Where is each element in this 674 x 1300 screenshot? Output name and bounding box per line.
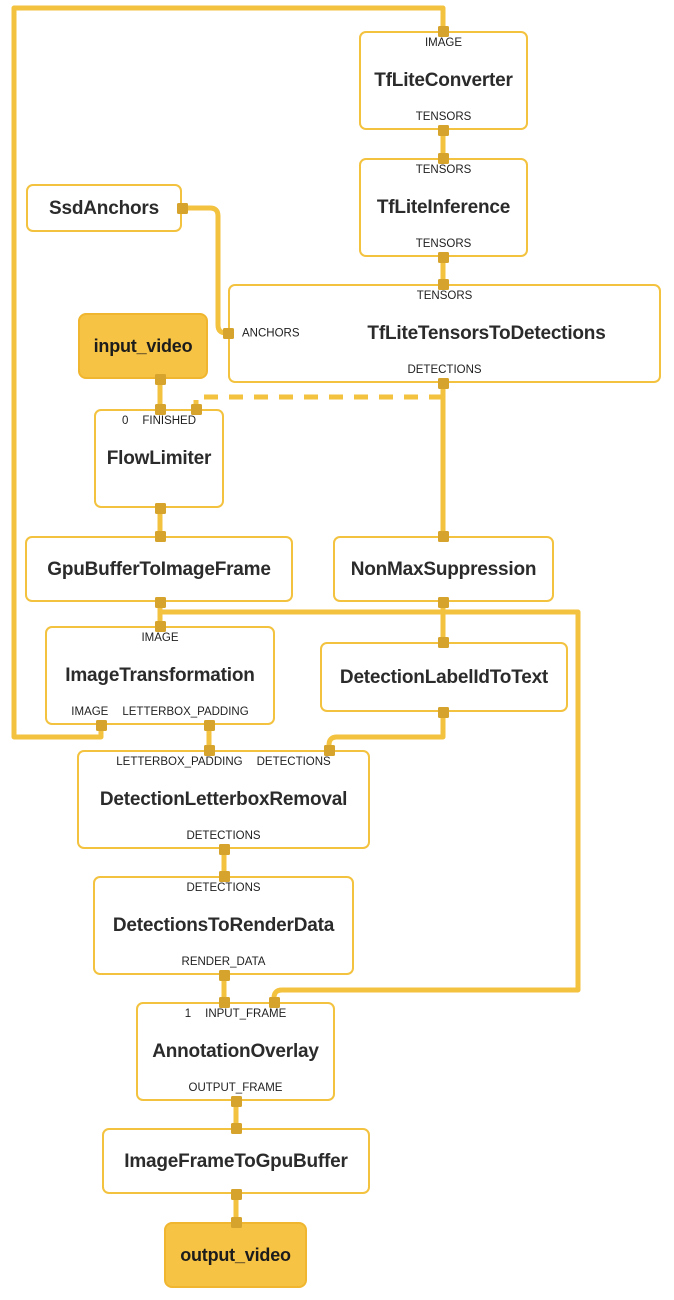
port-detection_letterbox_removal-detections[interactable] — [323, 744, 335, 756]
node-detection_letterbox_removal[interactable]: LETTERBOX_PADDING DETECTIONS DetectionLett… — [77, 750, 370, 849]
node-title-image_transformation: ImageTransformation — [65, 665, 255, 686]
port-gpu_buffer_to_image_frame-in[interactable] — [154, 530, 166, 542]
port-tflite_inference-tensors_in[interactable] — [437, 152, 449, 164]
node-non_max_suppression[interactable]: NonMaxSuppression — [333, 536, 554, 602]
port-image_transformation-letterbox_padding[interactable] — [203, 719, 215, 731]
node-image_frame_to_gpu_buffer[interactable]: ImageFrameToGpuBuffer — [102, 1128, 370, 1194]
port-label-render_data: RENDER_DATA — [181, 955, 266, 968]
port-label-output_frame: OUTPUT_FRAME — [188, 1081, 283, 1094]
port-label-letterbox_padding: LETTERBOX_PADDING — [122, 705, 249, 718]
port-flow_limiter-0[interactable] — [154, 403, 166, 415]
port-row-top: TENSORS — [361, 164, 526, 177]
port-row-top: DETECTIONS — [95, 882, 352, 895]
port-ssd_anchors-anchors_out[interactable] — [176, 202, 188, 214]
node-gpu_buffer_to_image_frame[interactable]: GpuBufferToImageFrame — [25, 536, 293, 602]
port-tflite_tensors_to_detections-anchors[interactable] — [222, 327, 234, 339]
port-annotation_overlay-output_frame[interactable] — [230, 1095, 242, 1107]
port-label-tensors: TENSORS — [416, 290, 473, 302]
node-title-tflite_converter: TfLiteConverter — [374, 70, 513, 91]
port-row-bottom: RENDER_DATA — [95, 955, 352, 969]
port-detections_to_render_data-detections[interactable] — [218, 870, 230, 882]
port-flow_limiter-finished[interactable] — [190, 403, 202, 415]
port-row-bottom: TENSORS — [361, 110, 526, 124]
port-row-top: 0 FINISHED — [96, 415, 222, 428]
port-label-input_frame: INPUT_FRAME — [205, 1008, 287, 1020]
port-detection_label_id_to_text-in[interactable] — [437, 636, 449, 648]
port-non_max_suppression-out[interactable] — [437, 596, 449, 608]
port-image_frame_to_gpu_buffer-out[interactable] — [230, 1188, 242, 1200]
node-title-detections_to_render_data: DetectionsToRenderData — [112, 915, 335, 936]
node-title-input_video: input_video — [93, 336, 193, 356]
port-row-top: TENSORS — [230, 290, 659, 303]
port-row-bottom: TENSORS — [361, 237, 526, 251]
port-row-top: IMAGE — [47, 632, 273, 645]
port-label-detections: DETECTIONS — [407, 363, 482, 376]
port-label-tensors: TENSORS — [415, 237, 472, 250]
port-label-detections: DETECTIONS — [256, 756, 331, 768]
port-row-bottom: DETECTIONS — [79, 829, 368, 843]
port-label-image: IMAGE — [141, 632, 179, 644]
side-input-label-anchors: ANCHORS — [242, 326, 300, 339]
port-label-1: 1 — [184, 1008, 192, 1020]
node-title-gpu_buffer_to_image_frame: GpuBufferToImageFrame — [47, 558, 271, 580]
port-tflite_inference-tensors_out[interactable] — [437, 251, 449, 263]
node-title-non_max_suppression: NonMaxSuppression — [350, 558, 537, 580]
port-image_transformation-image_in[interactable] — [154, 620, 166, 632]
port-row-bottom: DETECTIONS — [230, 363, 659, 377]
node-flow_limiter[interactable]: 0 FINISHED FlowLimiter — [94, 409, 224, 508]
port-non_max_suppression-in[interactable] — [437, 530, 449, 542]
port-label-letterbox_padding: LETTERBOX_PADDING — [116, 756, 243, 768]
node-title-detection_letterbox_removal: DetectionLetterboxRemoval — [99, 789, 348, 810]
port-input_video-out[interactable] — [154, 373, 166, 385]
node-title-flow_limiter: FlowLimiter — [106, 448, 212, 469]
node-title-detection_label_id_to_text: DetectionLabelIdToText — [339, 666, 549, 688]
node-title-image_frame_to_gpu_buffer: ImageFrameToGpuBuffer — [124, 1150, 348, 1172]
port-annotation_overlay-1[interactable] — [218, 996, 230, 1008]
port-label-image: IMAGE — [71, 705, 109, 718]
node-title-tflite_tensors_to_detections: TfLiteTensorsToDetections — [367, 323, 606, 344]
port-detection_letterbox_removal-detections_out[interactable] — [218, 843, 230, 855]
node-title-annotation_overlay: AnnotationOverlay — [152, 1041, 319, 1062]
port-tflite_converter-image[interactable] — [437, 25, 449, 37]
port-tflite_tensors_to_detections-tensors[interactable] — [437, 278, 449, 290]
port-label-detections: DETECTIONS — [186, 882, 261, 894]
node-input_video[interactable]: input_video — [78, 313, 208, 379]
port-row-top: 1 INPUT_FRAME — [138, 1008, 333, 1021]
port-detection_letterbox_removal-letterbox_padding[interactable] — [203, 744, 215, 756]
port-annotation_overlay-input_frame[interactable] — [268, 996, 280, 1008]
port-image_frame_to_gpu_buffer-in[interactable] — [230, 1122, 242, 1134]
port-label-tensors: TENSORS — [415, 164, 472, 176]
port-detections_to_render_data-render_data[interactable] — [218, 969, 230, 981]
port-label-tensors: TENSORS — [415, 110, 472, 123]
port-tflite_converter-tensors[interactable] — [437, 124, 449, 136]
port-label-image: IMAGE — [424, 37, 463, 49]
node-ssd_anchors[interactable]: SsdAnchors — [26, 184, 182, 232]
node-title-output_video: output_video — [180, 1245, 291, 1265]
port-label-detections: DETECTIONS — [186, 829, 261, 842]
port-label-finished: FINISHED — [142, 415, 197, 427]
port-row-top: IMAGE — [361, 37, 526, 50]
port-row-bottom: IMAGE LETTERBOX_PADDING — [47, 705, 273, 719]
port-detection_label_id_to_text-out[interactable] — [437, 706, 449, 718]
node-detection_label_id_to_text[interactable]: DetectionLabelIdToText — [320, 642, 568, 712]
port-row-bottom: OUTPUT_FRAME — [138, 1081, 333, 1095]
port-tflite_tensors_to_detections-detections[interactable] — [437, 377, 449, 389]
port-label-0: 0 — [121, 415, 129, 427]
port-image_transformation-image_out[interactable] — [95, 719, 107, 731]
port-output_video-in[interactable] — [230, 1216, 242, 1228]
port-flow_limiter-out[interactable] — [154, 502, 166, 514]
node-title-ssd_anchors: SsdAnchors — [49, 197, 159, 219]
node-output_video[interactable]: output_video — [164, 1222, 307, 1288]
node-title-tflite_inference: TfLiteInference — [376, 197, 511, 218]
port-row-top: LETTERBOX_PADDING DETECTIONS — [79, 756, 368, 769]
port-gpu_buffer_to_image_frame-out[interactable] — [154, 596, 166, 608]
